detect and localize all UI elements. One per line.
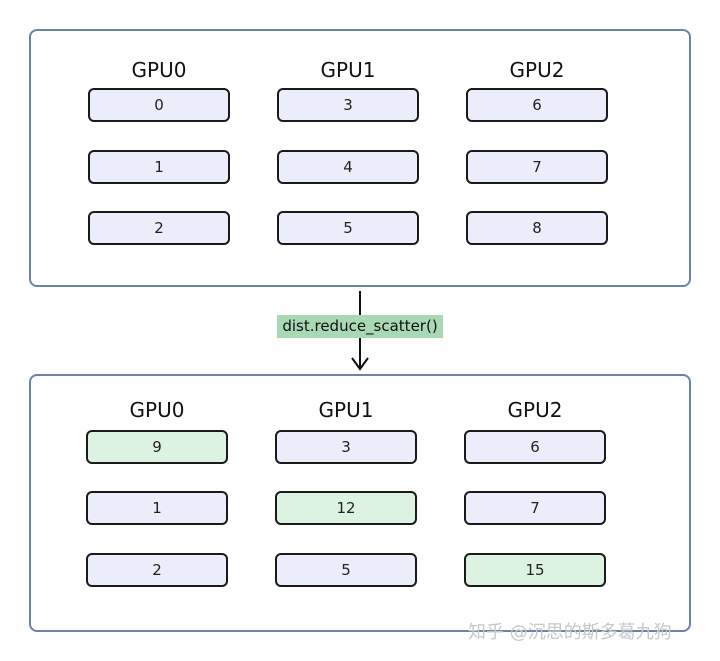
data-cell: 8: [466, 211, 608, 245]
data-cell: 1: [88, 150, 230, 184]
after-panel: GPU0 9 1 2 GPU1 3 12 5 GPU2 6 7 15: [29, 374, 691, 632]
data-cell: 1: [86, 491, 228, 525]
gpu-title: GPU1: [320, 58, 376, 82]
data-cell: 0: [88, 88, 230, 122]
gpu1-column: GPU1 3 12 5: [275, 395, 417, 587]
gpu2-column: GPU2 6 7 8: [466, 55, 608, 245]
gpu0-column: GPU0 9 1 2: [86, 395, 228, 587]
data-cell: 6: [464, 430, 606, 464]
data-cell: 12: [275, 491, 417, 525]
data-cell: 7: [466, 150, 608, 184]
data-cell: 2: [88, 211, 230, 245]
data-cell: 2: [86, 553, 228, 587]
operation-label: dist.reduce_scatter(): [277, 315, 443, 338]
data-cell: 9: [86, 430, 228, 464]
watermark: 知乎 @沉思的斯多葛九狗: [468, 622, 672, 643]
gpu-title: GPU0: [129, 398, 185, 422]
data-cell: 15: [464, 553, 606, 587]
gpu-title: GPU2: [509, 58, 565, 82]
gpu0-column: GPU0 0 1 2: [88, 55, 230, 245]
gpu1-column: GPU1 3 4 5: [277, 55, 419, 245]
data-cell: 7: [464, 491, 606, 525]
data-cell: 3: [275, 430, 417, 464]
gpu-title: GPU2: [507, 398, 563, 422]
before-panel: GPU0 0 1 2 GPU1 3 4 5 GPU2 6 7 8: [29, 29, 691, 287]
data-cell: 6: [466, 88, 608, 122]
gpu-title: GPU0: [131, 58, 187, 82]
gpu-title: GPU1: [318, 398, 374, 422]
data-cell: 5: [275, 553, 417, 587]
gpu2-column: GPU2 6 7 15: [464, 395, 606, 587]
data-cell: 5: [277, 211, 419, 245]
data-cell: 4: [277, 150, 419, 184]
data-cell: 3: [277, 88, 419, 122]
